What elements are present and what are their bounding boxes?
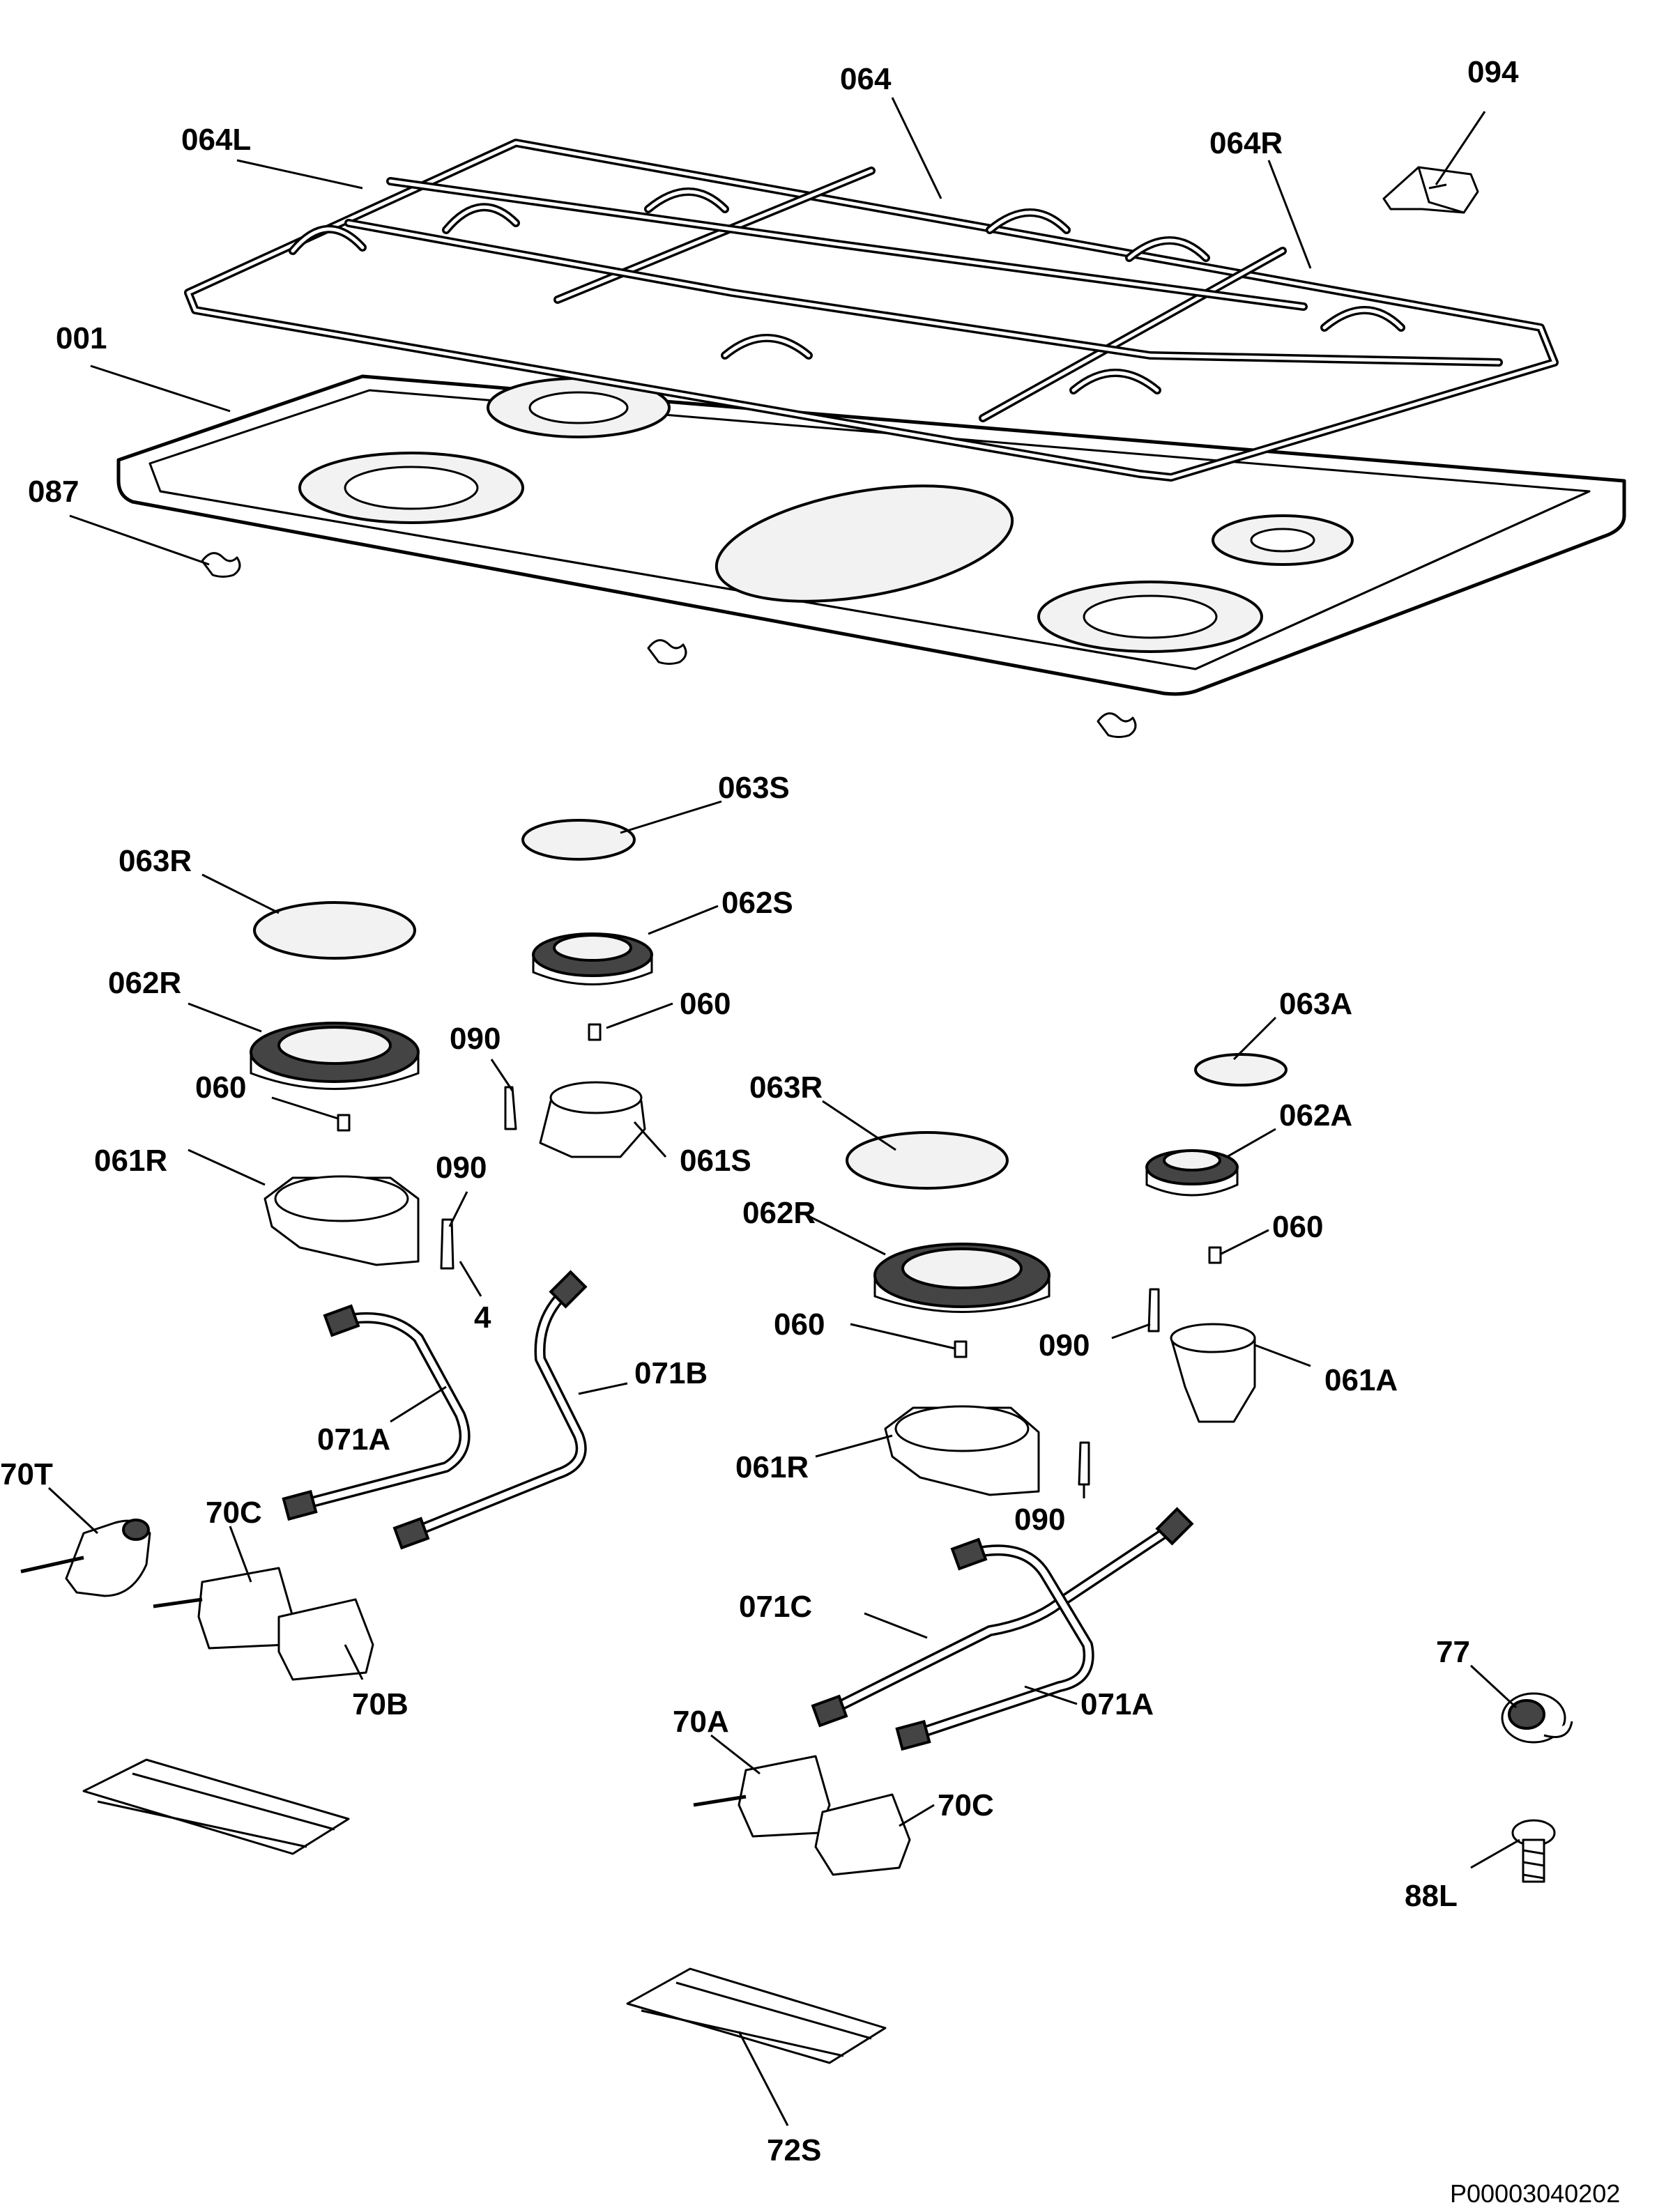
label-064R: 064R xyxy=(1209,126,1283,160)
label-061A: 061A xyxy=(1324,1363,1398,1397)
label-062A: 062A xyxy=(1279,1098,1352,1132)
label-094: 094 xyxy=(1467,55,1519,89)
label-70B: 70B xyxy=(352,1687,408,1721)
label-063A: 063A xyxy=(1279,987,1352,1021)
label-071B: 071B xyxy=(634,1356,708,1390)
label-70C-left: 70C xyxy=(206,1496,262,1530)
label-70T: 70T xyxy=(0,1457,53,1491)
label-001: 001 xyxy=(56,321,107,355)
label-071A-left: 071A xyxy=(317,1422,390,1457)
bracket-094-icon xyxy=(1382,166,1479,214)
label-77: 77 xyxy=(1436,1635,1470,1669)
clip-087-icon xyxy=(201,552,1137,738)
drawing-code: P00003040202 xyxy=(1450,2179,1620,2208)
burner-parts xyxy=(250,819,1288,1496)
label-4: 4 xyxy=(474,1300,491,1335)
label-063R-left: 063R xyxy=(119,844,192,878)
label-060-left: 060 xyxy=(195,1070,246,1105)
label-060-top: 060 xyxy=(680,987,731,1021)
pan-support-grates xyxy=(184,139,1559,482)
label-060-center: 060 xyxy=(774,1307,825,1342)
label-88L: 88L xyxy=(1405,1879,1458,1913)
nozzle-88L-icon xyxy=(1511,1819,1556,1883)
label-064: 064 xyxy=(840,62,892,96)
label-064L: 064L xyxy=(181,123,251,157)
label-060-right: 060 xyxy=(1272,1210,1323,1244)
label-090-mid: 090 xyxy=(436,1151,487,1185)
label-090-bottom: 090 xyxy=(1014,1503,1065,1537)
label-071A-right: 071A xyxy=(1080,1687,1154,1721)
label-061R-right: 061R xyxy=(735,1450,809,1484)
label-063R-right: 063R xyxy=(749,1070,823,1105)
gas-taps xyxy=(20,1519,911,1876)
elbow-77-icon xyxy=(1501,1692,1573,1744)
gas-pipes xyxy=(282,1270,1194,1751)
label-062R-left: 062R xyxy=(108,966,181,1000)
leader-lines xyxy=(47,97,1520,2126)
label-090-left: 090 xyxy=(450,1022,501,1056)
label-72S: 72S xyxy=(767,2133,821,2167)
label-062S: 062S xyxy=(721,886,793,920)
label-70C-right: 70C xyxy=(938,1788,994,1822)
label-063S: 063S xyxy=(718,771,790,805)
label-087: 087 xyxy=(28,475,79,509)
label-061R-left: 061R xyxy=(94,1144,167,1178)
label-70A: 70A xyxy=(673,1705,729,1739)
part-labels: 001 087 064L 064 064R 094 063S 063R 062S… xyxy=(0,55,1620,2208)
label-090-right: 090 xyxy=(1039,1328,1090,1362)
label-061S: 061S xyxy=(680,1144,751,1178)
brackets xyxy=(82,1758,887,2064)
label-071C: 071C xyxy=(739,1590,812,1624)
label-062R-right: 062R xyxy=(742,1196,816,1230)
